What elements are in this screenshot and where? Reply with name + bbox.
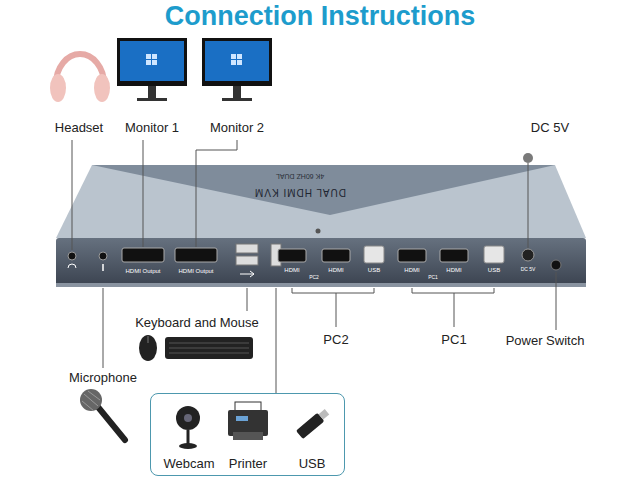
leader-lines <box>72 140 556 393</box>
device-label: PC2 <box>323 333 348 348</box>
device-label: Monitor 1 <box>125 121 179 136</box>
port-label: HDMI Output <box>178 268 213 275</box>
port-label: HDMI <box>446 267 461 274</box>
device-label: Webcam <box>163 457 214 472</box>
monitor-icon <box>117 38 187 101</box>
device-label: DC 5V <box>531 121 569 136</box>
housing-print: DUAL HDMI KVM <box>254 186 346 198</box>
port-label: USB <box>488 267 500 274</box>
headset-icon <box>50 54 110 102</box>
housing-print: 4K 60HZ DUAL <box>276 172 324 180</box>
kvm-housing <box>56 165 586 287</box>
peripheral-box: Webcam Printer USB <box>150 393 345 476</box>
port-label: PC1 <box>428 275 438 281</box>
device-label: Power Switch <box>506 334 585 349</box>
port-label: DC 5V <box>521 267 536 273</box>
device-label: USB <box>299 457 326 472</box>
port-label: HDMI <box>284 267 299 274</box>
ports <box>68 244 561 277</box>
device-label: Headset <box>55 121 103 136</box>
keyboard-mouse-icon <box>139 335 253 361</box>
webcam-icon <box>176 406 200 449</box>
port-label: HDMI Output <box>125 268 160 275</box>
device-label: Keyboard and Mouse <box>135 316 259 331</box>
printer-icon <box>228 402 268 440</box>
port-label: USB <box>368 267 380 274</box>
device-label: Microphone <box>69 371 137 386</box>
monitor-icon <box>202 38 272 101</box>
port-label: HDMI <box>404 267 419 274</box>
microphone-icon <box>80 389 125 440</box>
device-label: Printer <box>229 457 267 472</box>
device-label: Monitor 2 <box>210 121 264 136</box>
usb-stick-icon <box>296 408 331 440</box>
device-label: PC1 <box>441 333 466 348</box>
title: Connection Instructions <box>165 1 476 32</box>
port-label: PC2 <box>309 275 319 281</box>
port-label: HDMI <box>328 267 343 274</box>
